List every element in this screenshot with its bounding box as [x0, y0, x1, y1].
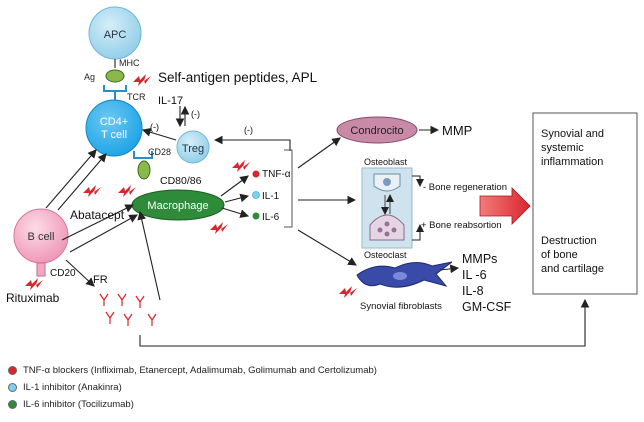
tnf-label: TNF-α: [262, 169, 291, 180]
il17-label: IL-17: [158, 95, 183, 107]
drug-bolt-cd28: [118, 185, 136, 197]
legend-item-il1: IL-1 inhibitor (Anakinra): [8, 379, 377, 396]
treg-label: Treg: [182, 143, 204, 155]
big-red-arrow: [479, 187, 531, 225]
cd28-receptor: [133, 151, 153, 159]
tcr-label: TCR: [127, 92, 146, 102]
self-antigen-label: Self-antigen peptides, APL: [158, 70, 318, 85]
legend-text-il1: IL-1 inhibitor (Anakinra): [23, 382, 122, 393]
osteoclast-cell: [369, 214, 405, 241]
tnf-dot: [252, 170, 260, 178]
cd28-label: CD28: [148, 147, 171, 157]
il1-dot: [252, 191, 260, 199]
drug-bolt-abatacept: [83, 185, 101, 197]
ag-label: Ag: [84, 72, 95, 82]
legend-text-tnf: TNF-α blockers (Infliximab, Etanercept, …: [23, 365, 377, 376]
drug-bolt-rituximab: [25, 278, 43, 290]
condrocito-label: Condrocito: [350, 125, 403, 137]
apc-label: APC: [104, 29, 127, 41]
legend: TNF-α blockers (Infliximab, Etanercept, …: [8, 362, 377, 413]
drug-bolt-antigen: [133, 74, 151, 86]
outcome1-line1: Synovial and: [541, 128, 604, 140]
cd4-label-line2: T cell: [101, 129, 127, 141]
legend-item-il6: IL-6 inhibitor (Tocilizumab): [8, 396, 377, 413]
legend-text-il6: IL-6 inhibitor (Tocilizumab): [23, 399, 134, 410]
legend-dot-tnf: [8, 366, 17, 375]
cd20-marker: [36, 262, 46, 277]
outcome2-line2: of bone: [541, 249, 578, 261]
legend-dot-il1: [8, 383, 17, 392]
osteoclast-label: Osteoclast: [364, 250, 407, 260]
legend-dot-il6: [8, 400, 17, 409]
bone-regen-label: - Bone regeneration: [423, 182, 507, 193]
rituximab-label: Rituximab: [6, 291, 60, 305]
outcome1-line2: systemic: [541, 142, 584, 154]
feedback-line: [139, 298, 590, 347]
cd4-t-cell: [85, 99, 143, 157]
drug-bolt-il6: [210, 222, 228, 234]
outcome1-line3: inflammation: [541, 156, 603, 168]
mmps-label: MMPs: [462, 252, 497, 266]
outcome2-line3: and cartilage: [541, 263, 604, 275]
osteoblast-label: Osteoblast: [364, 157, 408, 167]
outcome2-line1: Destruction: [541, 235, 597, 247]
cd80-86-ligand: [137, 160, 151, 180]
condrocito-cell: [336, 116, 418, 144]
mhc-label: MHC: [119, 58, 140, 68]
mmp-label: MMP: [442, 123, 472, 138]
bone-reab-label: + Bone reabsortion: [421, 220, 502, 231]
cd80-86-label: CD80/86: [160, 175, 202, 187]
il1-label: IL-1: [262, 191, 280, 202]
legend-item-tnf: TNF-α blockers (Infliximab, Etanercept, …: [8, 362, 377, 379]
drug-bolt-tnf: [232, 160, 250, 172]
cd4-label-line1: CD4+: [100, 116, 128, 128]
il8-label: IL-8: [462, 284, 484, 298]
neg-label-1: (-): [191, 109, 200, 119]
il6-fib-label: IL -6: [462, 268, 487, 282]
cytokine-bracket: [284, 149, 293, 228]
tcr-receptor: [103, 85, 127, 92]
b-cell-label: B cell: [28, 231, 55, 243]
fr-antibodies: [99, 293, 157, 326]
il6-dot: [252, 212, 260, 220]
abatacept-label: Abatacept: [70, 208, 125, 222]
neg-label-3: (-): [244, 125, 253, 135]
cd20-label: CD20: [50, 268, 76, 279]
drug-bolt-fibroblast: [339, 286, 357, 298]
macrophage-label: Macrophage: [147, 200, 208, 212]
ag-mhc-complex: [105, 69, 125, 83]
il6-label: IL-6: [262, 212, 280, 223]
neg-label-2: (-): [150, 122, 159, 132]
treg-cell: [176, 130, 210, 164]
outcome-box: [532, 112, 638, 295]
gmcsf-label: GM-CSF: [462, 300, 512, 314]
synovial-fibroblast-label: Synovial fibroblasts: [360, 301, 442, 312]
fr-label: FR: [93, 274, 108, 286]
